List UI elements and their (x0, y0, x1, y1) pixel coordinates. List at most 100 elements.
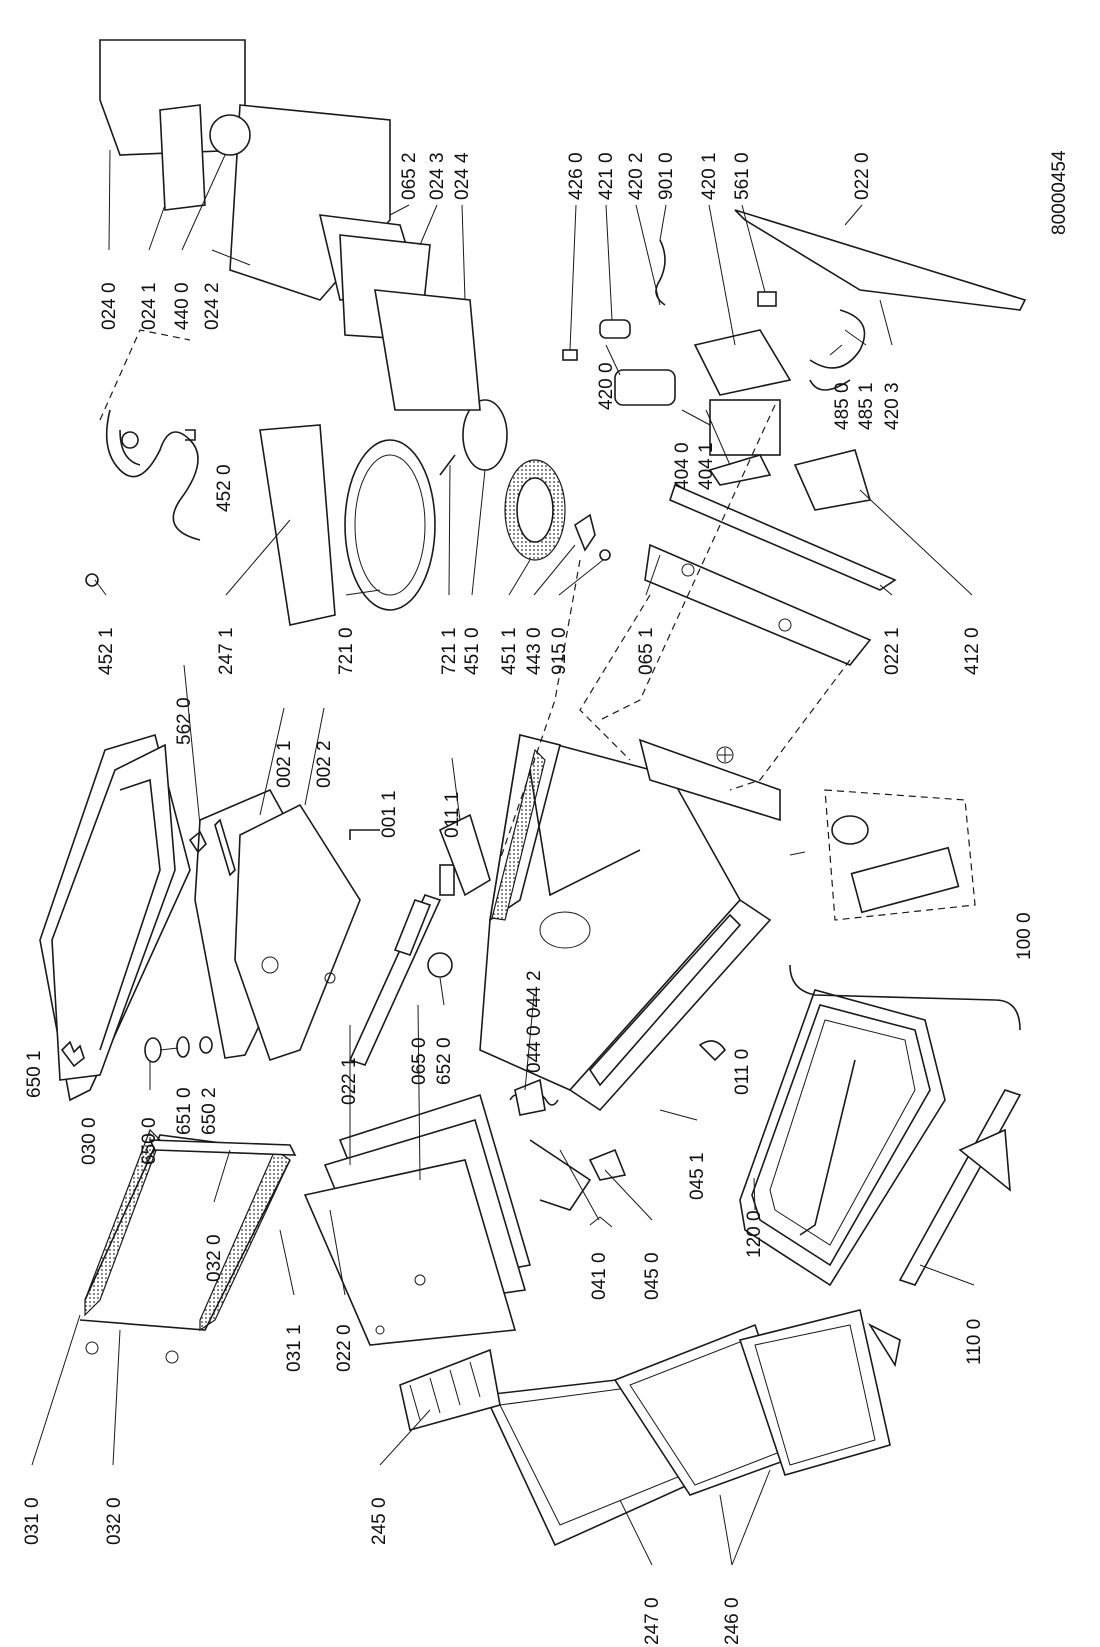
label-485-1: 485 1 (856, 382, 877, 430)
label-120-0: 120 0 (744, 1210, 765, 1258)
plate-022-1 (669, 483, 897, 591)
label-650-1: 650 1 (24, 1050, 45, 1098)
label-044-2: 044 2 (524, 970, 545, 1018)
channel-001-1 (348, 864, 455, 1066)
bracket-420-1 (693, 329, 792, 396)
rings-451 (462, 399, 566, 561)
label-024-1: 024 1 (139, 282, 160, 330)
hinge-springs (509, 1078, 627, 1228)
label-404-0: 404 0 (672, 442, 693, 490)
foot-011-0 (698, 1040, 727, 1062)
capacitor-420-0 (614, 369, 676, 406)
label-245-0: 245 0 (369, 1497, 390, 1545)
label-022-0-a: 022 0 (852, 152, 873, 200)
label-404-1: 404 1 (696, 442, 717, 490)
label-650-2: 650 2 (199, 1087, 220, 1135)
label-022-1-a: 022 1 (882, 627, 903, 675)
label-561-0: 561 0 (732, 152, 753, 200)
label-100-0: 100 0 (1014, 912, 1035, 960)
waveguide-404-1 (708, 454, 772, 486)
label-562-0: 562 0 (174, 697, 195, 745)
label-024-2: 024 2 (202, 282, 223, 330)
label-002-2: 002 2 (314, 740, 335, 788)
pin-721-1 (439, 454, 456, 476)
handle-110-0 (867, 1089, 1022, 1368)
back-panel-022-0 (734, 209, 1027, 311)
label-915-0: 915 0 (549, 627, 570, 675)
label-031-1: 031 1 (284, 1324, 305, 1372)
label-426-0: 426 0 (566, 152, 587, 200)
electronics-inset (824, 789, 976, 921)
label-045-0: 045 0 (642, 1252, 663, 1300)
side-panels-065-022 (303, 1093, 532, 1346)
label-022-0-b: 022 0 (334, 1324, 355, 1372)
transformer-412-0 (793, 449, 872, 511)
label-901-0: 901 0 (656, 152, 677, 200)
label-246-0: 246 0 (722, 1597, 743, 1645)
label-650-0: 650 0 (139, 1117, 160, 1165)
label-247-1: 247 1 (216, 627, 237, 675)
brace-001-1 (349, 829, 380, 840)
label-420-3: 420 3 (882, 382, 903, 430)
label-065-0: 065 0 (409, 1037, 430, 1085)
lamp-parts (144, 1036, 213, 1063)
label-420-0: 420 0 (596, 362, 617, 410)
front-frame-031 (79, 1128, 297, 1364)
small-cap-421-0 (599, 319, 631, 339)
label-420-1: 420 1 (699, 152, 720, 200)
label-011-1: 011 1 (442, 792, 463, 838)
label-065-1: 065 1 (636, 627, 657, 675)
label-420-2: 420 2 (626, 152, 647, 200)
label-011-0: 011 0 (732, 1049, 753, 1095)
fuse-426-0 (562, 349, 578, 361)
label-412-0: 412 0 (962, 627, 983, 675)
brace-100-0 (789, 964, 1021, 1031)
top-cover-030 (39, 733, 191, 1102)
label-440-0: 440 0 (172, 282, 193, 330)
heating-element-452 (85, 329, 201, 587)
trays (399, 1309, 891, 1547)
label-leaders (31, 149, 975, 1566)
label-443-0: 443 0 (524, 627, 545, 675)
glass-plate-247-1 (259, 424, 336, 626)
label-421-0: 421 0 (596, 152, 617, 200)
label-721-0: 721 0 (336, 627, 357, 675)
parts-group (39, 39, 1027, 1547)
cover-parts-024 (99, 39, 481, 411)
bracket-650-1 (60, 1040, 85, 1068)
nut-915-0 (599, 549, 611, 561)
label-652-0: 652 0 (434, 1037, 455, 1085)
label-024-4: 024 4 (452, 152, 473, 200)
main-cavity (479, 733, 806, 1112)
label-030-0: 030 0 (79, 1117, 100, 1165)
label-032-0-b: 032 0 (104, 1497, 125, 1545)
document-code: 80000454 (1049, 150, 1070, 235)
label-452-1: 452 1 (96, 627, 117, 675)
label-045-1: 045 1 (687, 1152, 708, 1200)
label-032-0-a: 032 0 (204, 1234, 225, 1282)
label-451-0: 451 0 (462, 627, 483, 675)
magnetron-404-0 (709, 399, 781, 456)
label-721-1: 721 1 (439, 627, 460, 675)
turntable-721-0 (344, 439, 436, 611)
brace-452-0 (185, 429, 196, 441)
label-065-2: 065 2 (399, 152, 420, 200)
side-wall-065-1 (644, 543, 872, 666)
label-001-1: 001 1 (379, 790, 400, 838)
part-labels: 031 0 032 0 245 0 247 0 246 0 022 0 031 … (22, 150, 1070, 1645)
label-452-0: 452 0 (214, 464, 235, 512)
label-485-0: 485 0 (832, 382, 853, 430)
fan-652-0 (427, 952, 453, 978)
label-024-0: 024 0 (99, 282, 120, 330)
label-002-1: 002 1 (274, 740, 295, 788)
leader-dashes (499, 404, 851, 861)
insulation-panels-002 (188, 788, 361, 1062)
wires-485 (809, 309, 866, 369)
label-031-0: 031 0 (22, 1497, 43, 1545)
door-120-0 (739, 989, 946, 1287)
label-247-0-b: 247 0 (642, 1597, 663, 1645)
label-044-0: 044 0 (524, 1025, 545, 1073)
label-024-3: 024 3 (427, 152, 448, 200)
